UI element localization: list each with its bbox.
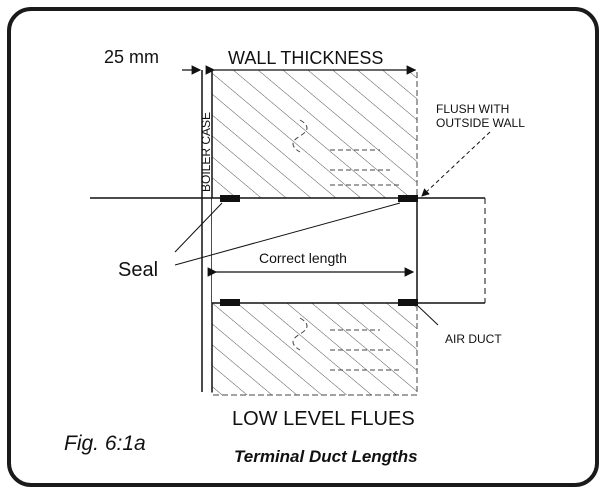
seal-leader-right bbox=[174, 202, 401, 266]
correct-length-label: Correct length bbox=[259, 250, 347, 266]
wall-lower bbox=[211, 302, 418, 396]
dimension-25mm-label: 25 mm bbox=[104, 47, 159, 67]
air-duct-leader bbox=[417, 305, 439, 326]
wall-thickness-label: WALL THICKNESS bbox=[228, 48, 383, 68]
caption-subheading: Terminal Duct Lengths bbox=[234, 447, 418, 466]
seal-leader-left bbox=[174, 202, 223, 253]
seal-label: Seal bbox=[118, 259, 158, 281]
figure-frame bbox=[7, 7, 599, 487]
seal-top-right bbox=[398, 195, 418, 202]
flush-label-line1: FLUSH WITH bbox=[436, 102, 509, 116]
air-duct-label: AIR DUCT bbox=[445, 332, 502, 346]
seal-bottom-left bbox=[220, 299, 240, 306]
flush-leader bbox=[421, 131, 491, 197]
flush-label-line2: OUTSIDE WALL bbox=[436, 116, 525, 130]
caption-heading: LOW LEVEL FLUES bbox=[232, 408, 415, 430]
seal-top-left bbox=[220, 195, 240, 202]
duct-body bbox=[212, 198, 417, 303]
figure-number: Fig. 6:1a bbox=[64, 432, 146, 455]
seal-bottom-right bbox=[398, 299, 418, 306]
wall-upper bbox=[211, 69, 418, 199]
boiler-case-label: BOILER CASE bbox=[199, 112, 213, 192]
